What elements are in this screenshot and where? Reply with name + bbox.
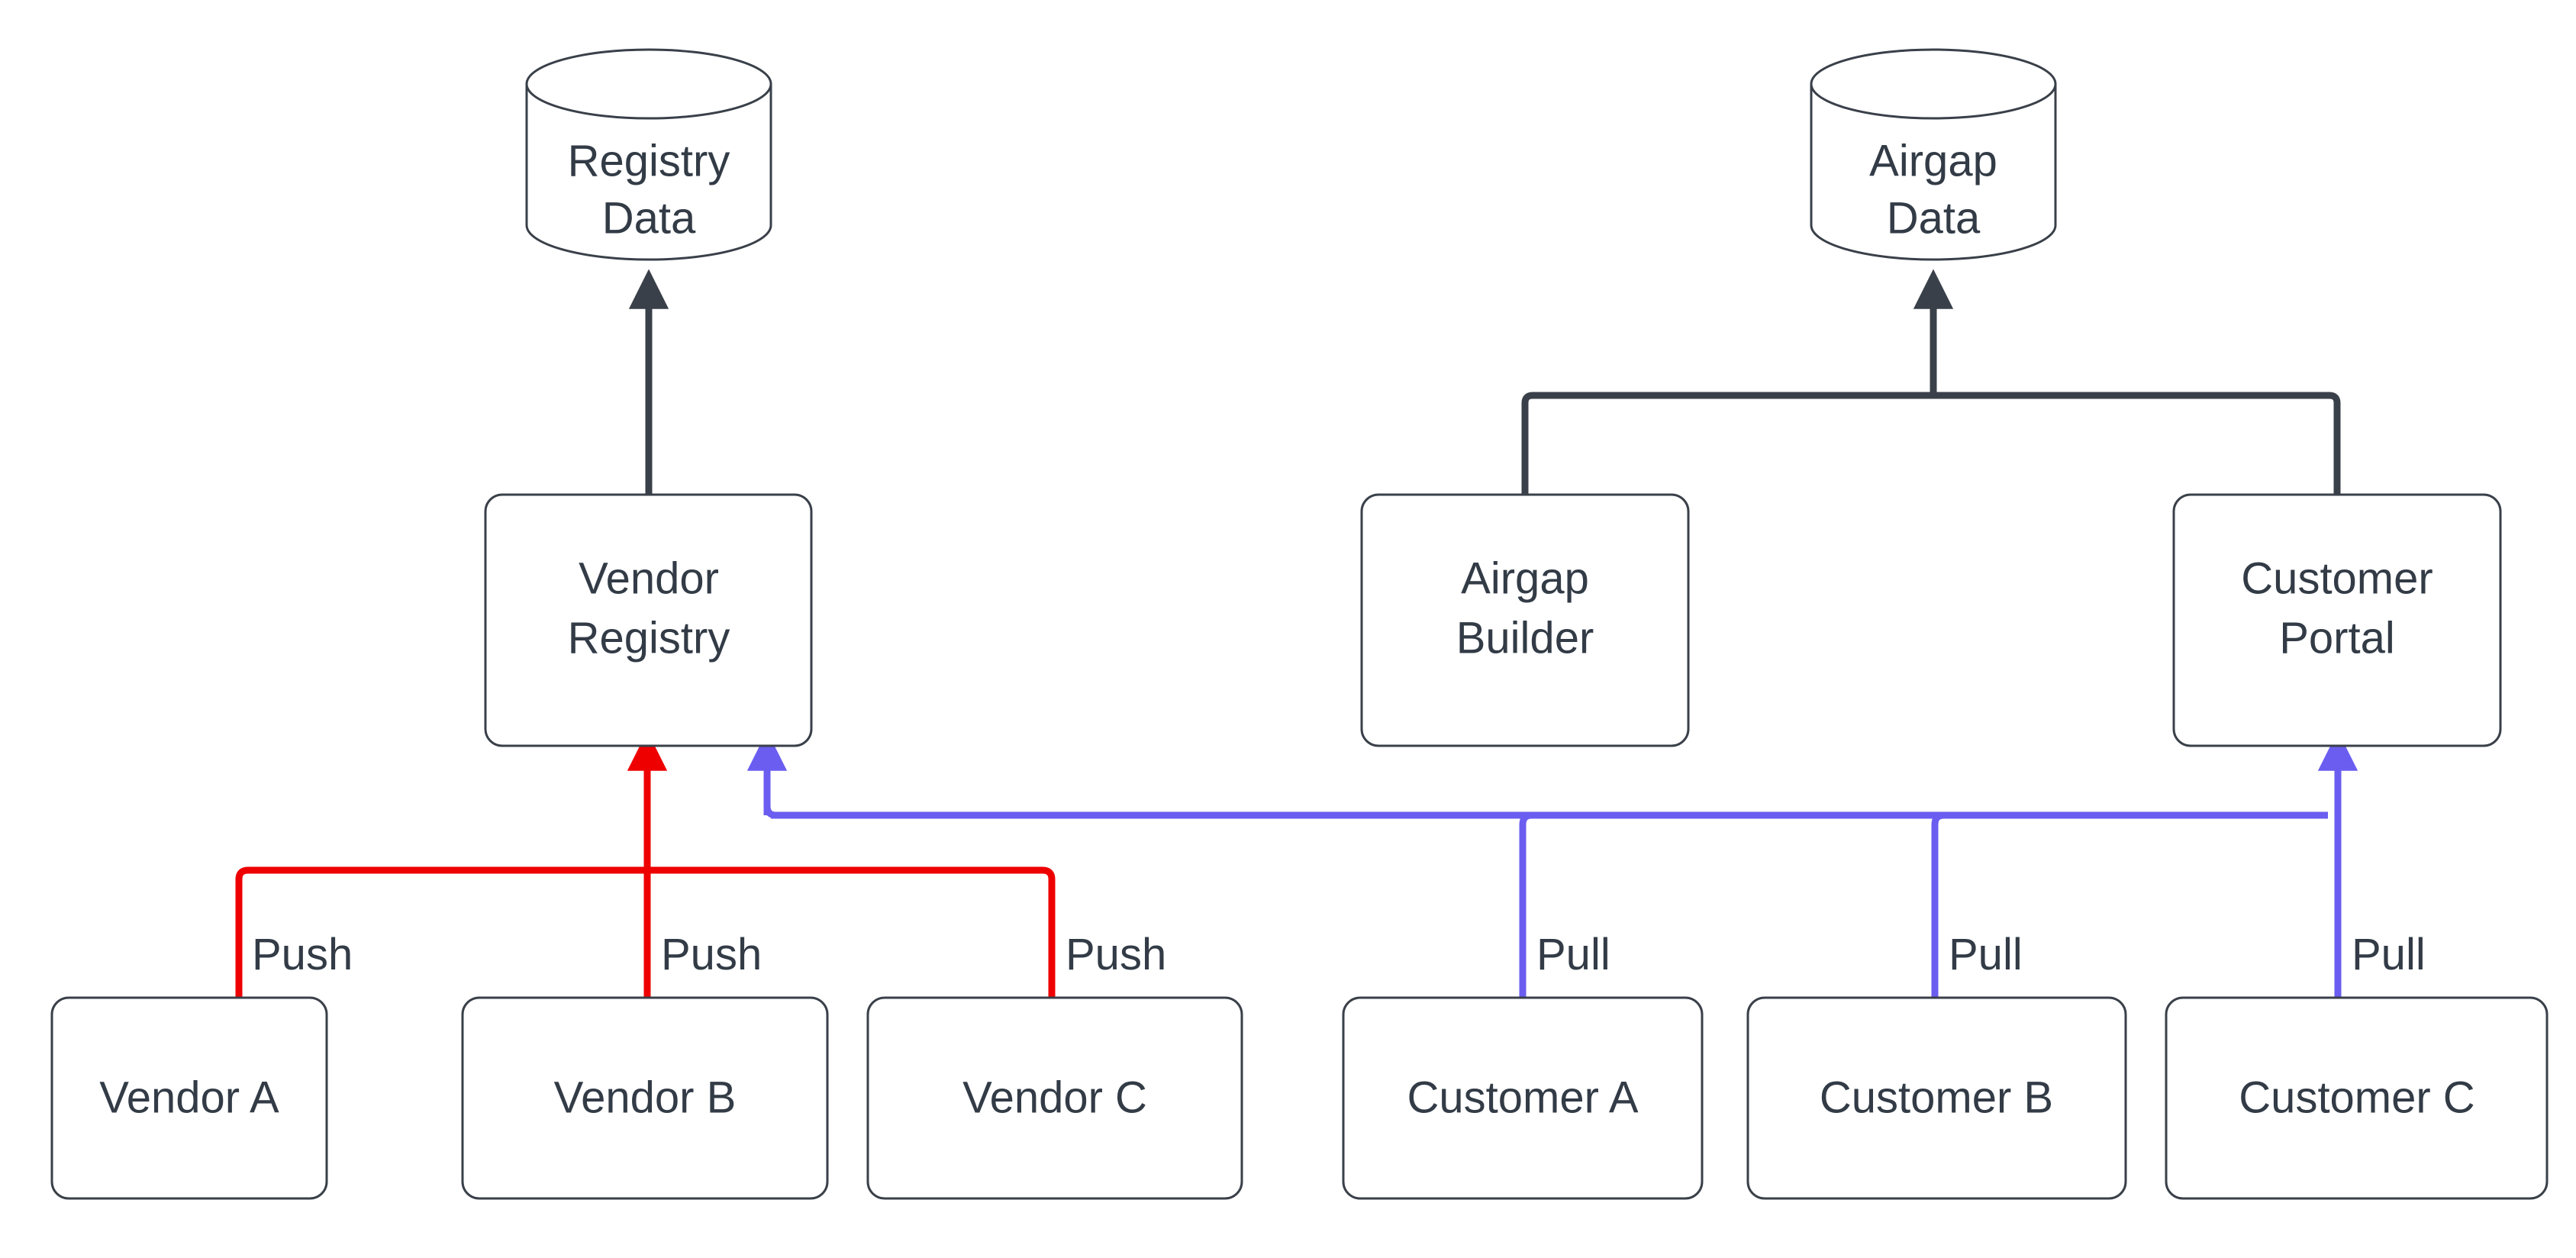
edge-label-group: Push Push Push Pull Pull Pull (252, 930, 2426, 979)
customer-b-box (1746, 996, 2127, 1200)
vendor-c-label: Vendor C (962, 1073, 1147, 1122)
vendor-a-label: Vendor A (99, 1073, 279, 1122)
edge-vendor-a-push (235, 866, 647, 998)
registry-data-cylinder-body (525, 82, 772, 261)
registry-data-cylinder-top (525, 48, 772, 120)
customer-c-box (2165, 996, 2549, 1200)
node-vendor-a[interactable]: Vendor A (50, 996, 328, 1200)
edge-pull-bus-left-segment (767, 752, 2328, 819)
node-customer-a[interactable]: Customer A (1342, 996, 1704, 1200)
vendor-b-box (461, 996, 829, 1200)
vendor-b-label: Vendor B (554, 1073, 737, 1122)
node-customer-c[interactable]: Customer C (2165, 996, 2549, 1200)
vendor-registry-box (484, 493, 813, 747)
node-airgap-builder[interactable]: Airgap Builder (1360, 493, 1690, 747)
node-registry-data[interactable]: Registry Data (525, 48, 772, 261)
vendor-registry-label-line2: Registry (568, 613, 730, 663)
edge-label-pull-customer-c: Pull (2352, 930, 2426, 979)
vendor-a-box (50, 996, 328, 1200)
airgap-builder-label-line1: Airgap (1461, 553, 1589, 603)
node-vendor-b[interactable]: Vendor B (461, 996, 829, 1200)
customer-portal-label-line1: Customer (2241, 553, 2433, 603)
edge-vendor-c-push (647, 866, 1056, 998)
registry-data-label-line1: Registry (568, 136, 730, 185)
edge-label-push-vendor-c: Push (1066, 930, 1166, 979)
airgap-data-label-line2: Data (1887, 193, 1981, 243)
edge-airgap-builder-to-airgap-data (1521, 392, 1933, 495)
node-vendor-registry[interactable]: Vendor Registry (484, 493, 813, 747)
customer-a-label: Customer A (1407, 1073, 1639, 1122)
edge-customer-portal-to-airgap-data (1933, 392, 2341, 495)
edge-label-push-vendor-b: Push (661, 930, 762, 979)
airgap-builder-box (1360, 493, 1690, 747)
vendor-registry-label-line1: Vendor (579, 553, 719, 603)
node-vendor-c[interactable]: Vendor C (866, 996, 1243, 1200)
edge-group-push (235, 752, 1056, 998)
customer-portal-label-line2: Portal (2279, 613, 2395, 663)
customer-portal-box (2172, 493, 2502, 747)
airgap-builder-label-line2: Builder (1456, 613, 1594, 663)
airgap-data-label-line1: Airgap (1869, 136, 1997, 185)
edge-group-pull (767, 752, 2338, 998)
airgap-data-cylinder-top (1810, 48, 2057, 120)
customer-a-box (1342, 996, 1704, 1200)
node-airgap-data[interactable]: Airgap Data (1810, 48, 2057, 261)
customer-b-label: Customer B (1820, 1073, 2053, 1122)
edge-label-push-vendor-a: Push (252, 930, 353, 979)
airgap-data-cylinder-body (1810, 82, 2057, 261)
edge-label-pull-customer-a: Pull (1536, 930, 1610, 979)
customer-c-label: Customer C (2239, 1073, 2474, 1122)
node-customer-portal[interactable]: Customer Portal (2172, 493, 2502, 747)
vendor-c-box (866, 996, 1243, 1200)
node-customer-b[interactable]: Customer B (1746, 996, 2127, 1200)
edge-label-pull-customer-b: Pull (1949, 930, 2023, 979)
edge-group-dark (649, 290, 2341, 495)
edge-customer-a-pull (1519, 811, 2328, 998)
registry-data-label-line2: Data (602, 193, 696, 243)
